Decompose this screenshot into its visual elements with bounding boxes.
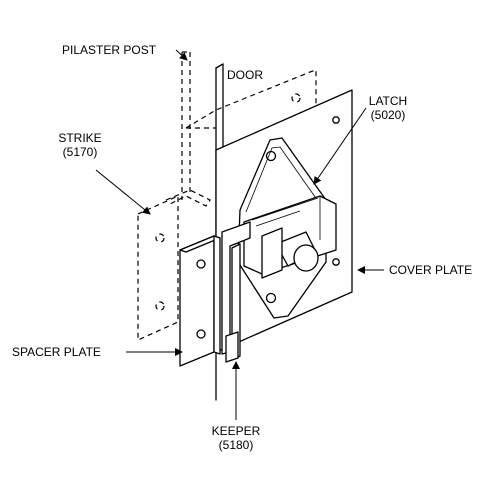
latch-body [237,137,337,319]
strike-outline [137,189,211,341]
pilaster-post-label: PILASTER POST [62,43,157,57]
strike-leader [95,169,151,215]
pilaster-post-outline [181,51,191,200]
strike-name: STRIKE [58,131,102,145]
latch-leader [313,107,367,185]
latch-label: LATCH (5020) [360,94,416,122]
latch-name: LATCH [368,94,408,108]
spacer-plate-label: SPACER PLATE [12,345,101,359]
latch-code: (5020) [370,108,406,122]
door-label: DOOR [227,68,263,82]
pilaster-post-leader [175,49,188,61]
cover-plate-label: COVER PLATE [389,263,473,277]
keeper [221,221,251,363]
spacer-plate [179,235,221,367]
keeper-code: (5180) [218,438,254,452]
keeper-name: KEEPER [211,424,261,438]
strike-label: STRIKE (5170) [50,131,110,159]
keeper-label: KEEPER (5180) [206,424,266,452]
strike-code: (5170) [62,145,98,159]
